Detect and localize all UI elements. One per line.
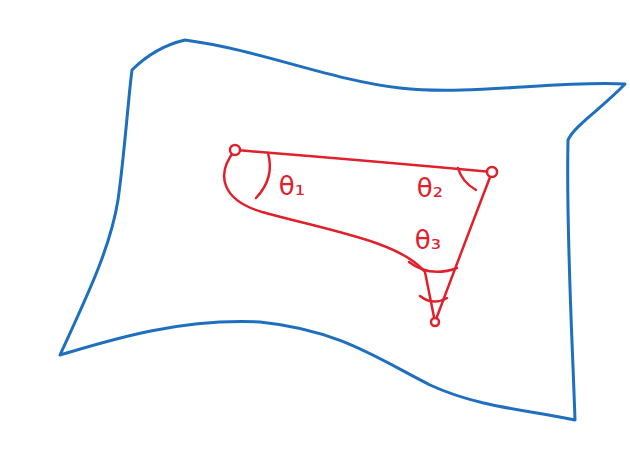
triangle-edge — [224, 150, 435, 322]
vertex-dot — [431, 318, 439, 326]
vertex-dot — [487, 167, 497, 177]
angle-arc — [458, 168, 476, 190]
triangle-edge — [235, 150, 492, 172]
angle-label: θ₂ — [417, 175, 443, 201]
vertex-dot — [230, 145, 240, 155]
angle-arc — [420, 296, 447, 302]
angle-arc — [256, 153, 270, 198]
surface-outline — [60, 40, 625, 420]
angle-label: θ₃ — [415, 227, 441, 253]
angle-arc — [409, 262, 457, 272]
angle-label: θ₁ — [279, 173, 305, 199]
